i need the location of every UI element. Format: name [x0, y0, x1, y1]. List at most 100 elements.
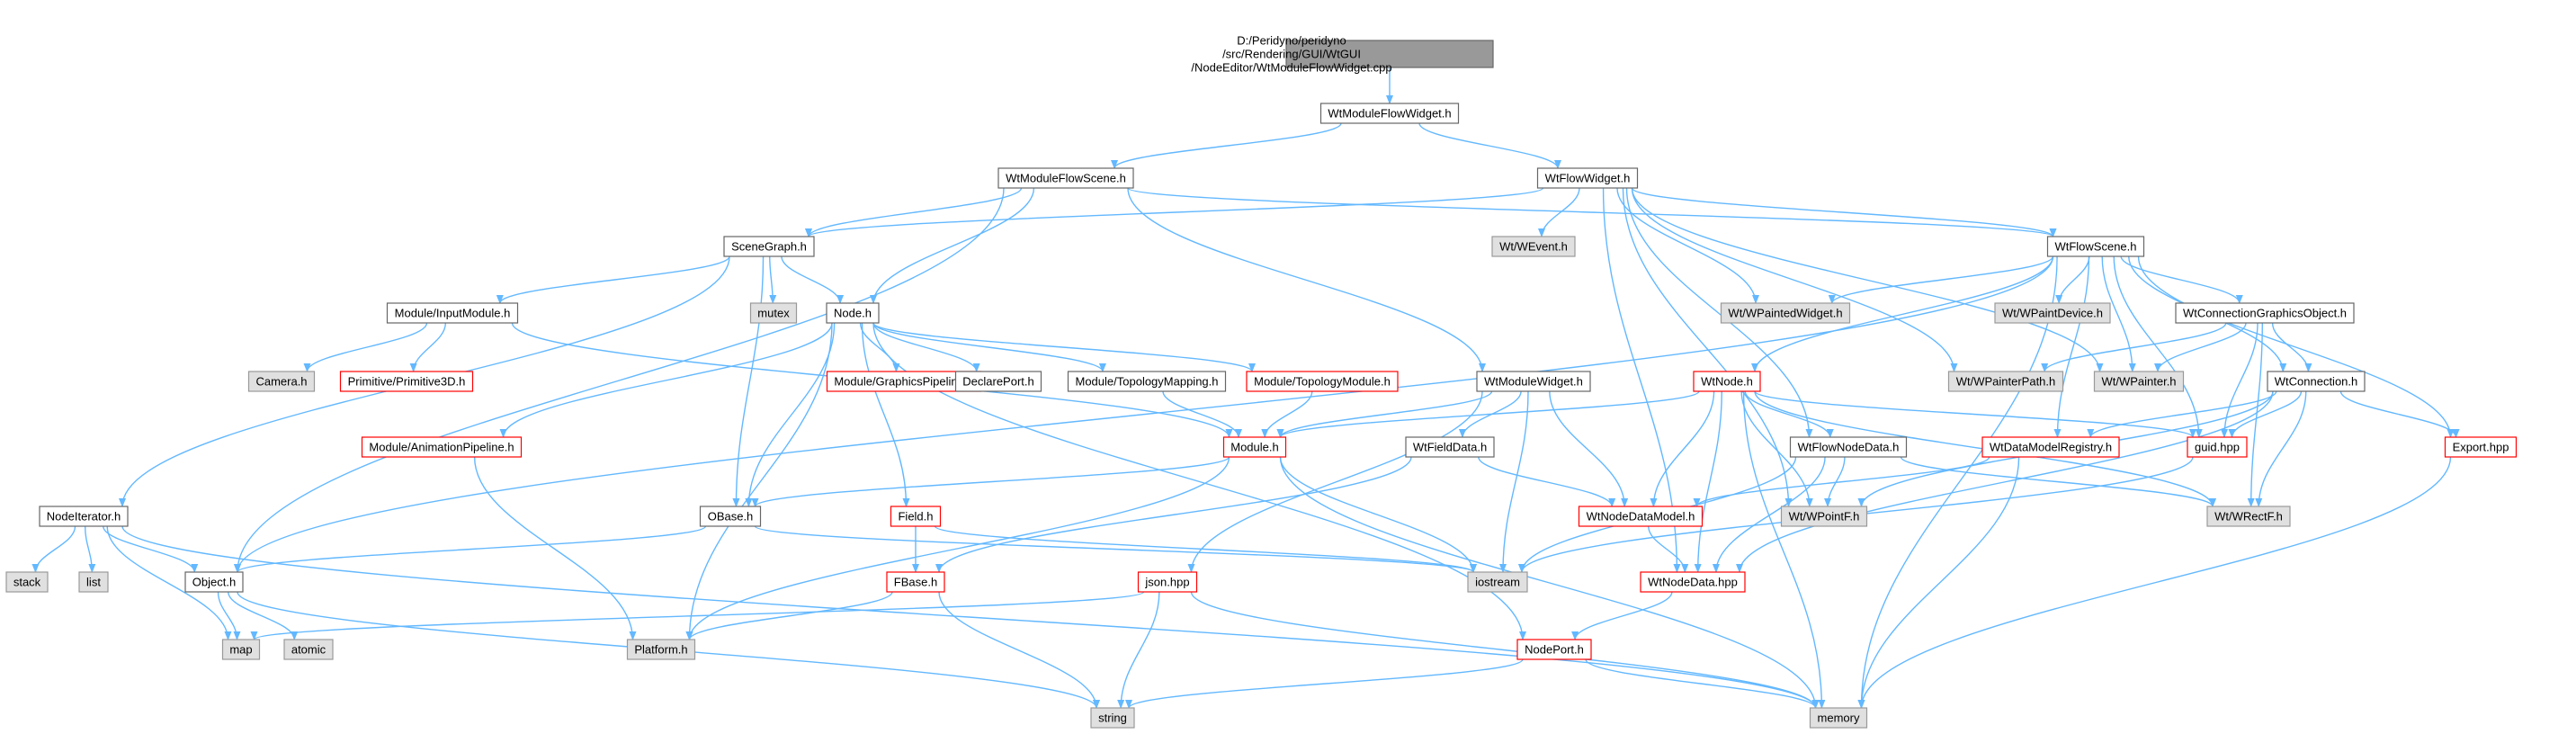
- node-label: WtModuleFlowScene.h: [1006, 171, 1126, 184]
- edge-nodeiterator-h-to-map: [106, 525, 232, 640]
- node-map[interactable]: map: [221, 639, 261, 660]
- node-wtdatamodelregistry-h[interactable]: WtDataModelRegistry.h: [1981, 436, 2120, 458]
- node-box: [1405, 436, 1495, 458]
- node-box: [1809, 707, 1868, 729]
- node-box: [247, 371, 316, 392]
- node-wtflownodedata-h[interactable]: WtFlowNodeData.h: [1789, 436, 1908, 458]
- edge-wtflowscene-h-to-wt-wpainter-h: [2101, 255, 2136, 372]
- node-wt-wpainterpath-h[interactable]: Wt/WPainterPath.h: [1947, 371, 2064, 392]
- edge-wtflowwidget-h-to-wt-wevent-h: [1538, 187, 1580, 237]
- node-box: [1516, 639, 1592, 660]
- node-module-graphicspipeline-h[interactable]: Module/GraphicsPipeline.h: [826, 371, 982, 392]
- node-obase-h[interactable]: OBase.h: [699, 506, 762, 527]
- node-wtmoduleflowscene-h[interactable]: WtModuleFlowScene.h: [997, 167, 1134, 189]
- node-wt-wpointf-h[interactable]: Wt/WPointF.h: [1780, 506, 1868, 527]
- node-wtnodedatamodel-h[interactable]: WtNodeDataModel.h: [1578, 506, 1704, 527]
- node-wtconnection-h[interactable]: WtConnection.h: [2267, 371, 2366, 392]
- node-wtfielddata-h[interactable]: WtFieldData.h: [1405, 436, 1495, 458]
- node-box: [886, 571, 945, 593]
- edge-wtconnection-h-to-guid-hpp: [2228, 390, 2303, 438]
- edge-wtflowwidget-h-to-wtflowscene-h: [1631, 187, 2057, 237]
- node-list[interactable]: list: [78, 571, 109, 593]
- node-label: stack: [13, 575, 41, 588]
- node-nodeiterator-h[interactable]: NodeIterator.h: [39, 506, 129, 527]
- edge-node-h-to-field-h: [861, 322, 910, 507]
- node-box: [5, 571, 49, 593]
- edge-node-h-to-platform-h: [685, 322, 833, 640]
- edge-nodeport-h-to-string: [1125, 658, 1524, 709]
- node-wtmodulewidget-h[interactable]: WtModuleWidget.h: [1476, 371, 1591, 392]
- node-root[interactable]: D:/Peridyno/peridyno/src/Rendering/GUI/W…: [1191, 33, 1494, 74]
- edge-wtconnectiongraphicsobject-h-to-wt-wrectf-h: [2247, 322, 2263, 507]
- node-box: [78, 571, 109, 593]
- node-object-h[interactable]: Object.h: [184, 571, 244, 593]
- node-module-inputmodule-h[interactable]: Module/InputModule.h: [386, 302, 519, 324]
- node-platform-h[interactable]: Platform.h: [626, 639, 696, 660]
- edge-wtflownodedata-h-to-wtnodedata-hpp: [1712, 456, 1826, 573]
- nodes-layer: D:/Peridyno/peridyno/src/Rendering/GUI/W…: [5, 33, 2518, 729]
- node-box: [1491, 236, 1576, 257]
- node-label: DeclarePort.h: [962, 374, 1033, 388]
- node-module-animationpipeline-h[interactable]: Module/AnimationPipeline.h: [361, 436, 523, 458]
- node-export-hpp[interactable]: Export.hpp: [2444, 436, 2518, 458]
- edge-module-animationpipeline-h-to-platform-h: [473, 456, 637, 640]
- node-box: [221, 639, 261, 660]
- node-box: [39, 506, 129, 527]
- edges-layer: [31, 67, 2460, 709]
- node-mutex[interactable]: mutex: [749, 302, 798, 324]
- node-wt-wpainter-h[interactable]: Wt/WPainter.h: [2093, 371, 2185, 392]
- node-field-h[interactable]: Field.h: [890, 506, 942, 527]
- node-primitive-primitive3d-h[interactable]: Primitive/Primitive3D.h: [339, 371, 474, 392]
- edge-wtconnectiongraphicsobject-h-to-wt-wpainter-h: [2154, 322, 2247, 372]
- node-wtnodedata-hpp[interactable]: WtNodeData.hpp: [1640, 571, 1746, 593]
- node-box: [2175, 302, 2355, 324]
- edge-wtnode-h-to-wtnodedatamodel-h: [1650, 390, 1715, 507]
- node-wt-wevent-h[interactable]: Wt/WEvent.h: [1491, 236, 1576, 257]
- edge-wtmoduleflowscene-h-to-wtflowscene-h: [1127, 187, 2057, 237]
- node-label: guid.hpp: [2195, 440, 2240, 453]
- edge-module-h-to-obase-h: [751, 456, 1230, 507]
- node-box: [723, 236, 815, 257]
- node-label: Wt/WPointF.h: [1789, 509, 1860, 523]
- node-camera-h[interactable]: Camera.h: [247, 371, 316, 392]
- edge-wtmoduleflowscene-h-to-object-h: [234, 187, 1005, 573]
- node-fbase-h[interactable]: FBase.h: [886, 571, 945, 593]
- node-box: [1578, 506, 1704, 527]
- node-label: Camera.h: [255, 374, 307, 388]
- edge-wtflowscene-h-to-wtnode-h: [1751, 255, 2054, 372]
- node-stack[interactable]: stack: [5, 571, 49, 593]
- node-json-hpp[interactable]: json.hpp: [1137, 571, 1198, 593]
- node-box: [1319, 103, 1460, 124]
- node-label: WtModuleFlowWidget.h: [1328, 106, 1451, 120]
- edge-module-h-to-iostream: [1279, 456, 1477, 573]
- edge-object-h-to-atomic: [228, 591, 299, 640]
- node-module-h[interactable]: Module.h: [1222, 436, 1287, 458]
- node-string[interactable]: string: [1090, 707, 1135, 729]
- node-node-h[interactable]: Node.h: [826, 302, 880, 324]
- edge-wtnode-h-to-wtnodedata-hpp: [1694, 390, 1722, 573]
- node-wtnode-h[interactable]: WtNode.h: [1693, 371, 1761, 392]
- node-box: [1285, 40, 1494, 68]
- node-nodeport-h[interactable]: NodePort.h: [1516, 639, 1592, 660]
- edge-nodeiterator-h-to-memory: [121, 525, 1820, 709]
- node-box: [386, 302, 519, 324]
- node-wtconnectiongraphicsobject-h[interactable]: WtConnectionGraphicsObject.h: [2175, 302, 2355, 324]
- node-wtflowwidget-h[interactable]: WtFlowWidget.h: [1536, 167, 1639, 189]
- node-scenegraph-h[interactable]: SceneGraph.h: [723, 236, 815, 257]
- node-declareport-h[interactable]: DeclarePort.h: [954, 371, 1042, 392]
- node-atomic[interactable]: atomic: [283, 639, 334, 660]
- node-memory[interactable]: memory: [1809, 707, 1868, 729]
- node-guid-hpp[interactable]: guid.hpp: [2187, 436, 2248, 458]
- node-box: [1994, 302, 2111, 324]
- node-wtmoduleflowwidget-h[interactable]: WtModuleFlowWidget.h: [1319, 103, 1460, 124]
- node-wt-wrectf-h[interactable]: Wt/WRectF.h: [2206, 506, 2291, 527]
- node-wtflowscene-h[interactable]: WtFlowScene.h: [2046, 236, 2145, 257]
- node-wt-wpaintedwidget-h[interactable]: Wt/WPaintedWidget.h: [1720, 302, 1851, 324]
- node-module-topologymodule-h[interactable]: Module/TopologyModule.h: [1246, 371, 1399, 392]
- node-module-topologymapping-h[interactable]: Module/TopologyMapping.h: [1067, 371, 1227, 392]
- node-wt-wpaintdevice-h[interactable]: Wt/WPaintDevice.h: [1994, 302, 2111, 324]
- node-iostream[interactable]: iostream: [1467, 571, 1528, 593]
- node-box: [997, 167, 1134, 189]
- node-label: /NodeEditor/WtModuleFlowWidget.cpp: [1191, 60, 1391, 74]
- edge-scenegraph-h-to-obase-h: [732, 255, 765, 507]
